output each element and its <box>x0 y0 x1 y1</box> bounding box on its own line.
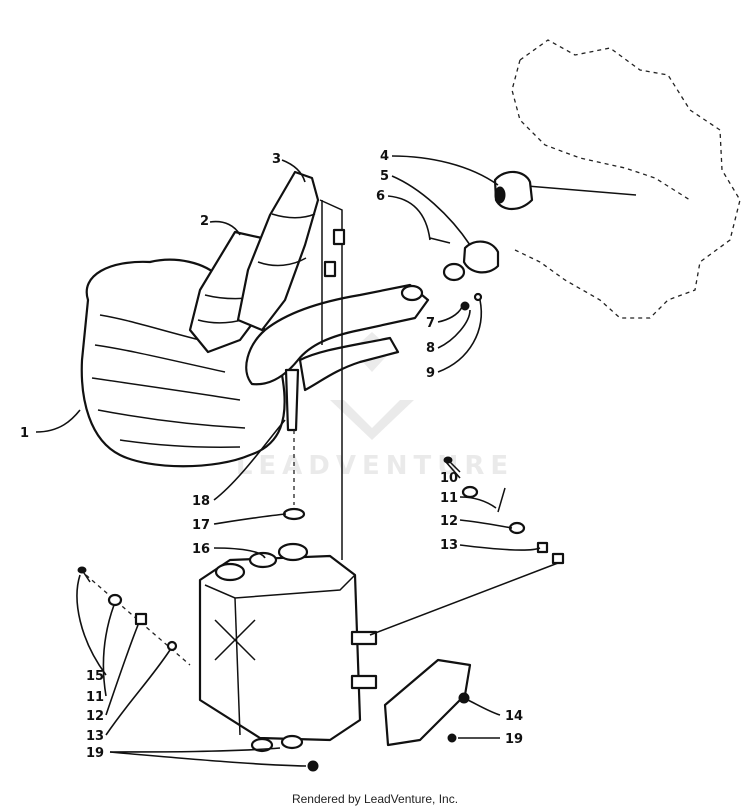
callout-16: 16 <box>192 542 210 557</box>
support-bracket <box>319 199 346 560</box>
callout-12-left: 12 <box>86 709 104 724</box>
engine-flange-parts <box>429 170 534 311</box>
callout-14: 14 <box>505 709 523 724</box>
pipe-18 <box>282 368 306 521</box>
callout-2: 2 <box>200 214 209 229</box>
callout-19-right: 19 <box>505 732 523 747</box>
callout-19-left: 19 <box>86 746 104 761</box>
mounting-plate <box>383 658 472 747</box>
callouts: 1 2 3 4 5 6 7 8 9 10 11 12 13 16 17 18 1… <box>20 149 523 761</box>
callout-13: 13 <box>440 538 458 553</box>
expansion-chamber-3 <box>236 170 320 332</box>
left-hardware <box>77 566 319 772</box>
callout-9: 9 <box>426 366 435 381</box>
watermark-text: LEADVENTURE <box>236 451 514 481</box>
callout-15: 15 <box>86 669 104 684</box>
callout-4: 4 <box>380 149 389 164</box>
callout-6: 6 <box>376 189 385 204</box>
leader-lines <box>35 155 541 767</box>
callout-12: 12 <box>440 514 458 529</box>
gasket-17 <box>282 507 306 521</box>
callout-18: 18 <box>192 494 210 509</box>
callout-3: 3 <box>272 152 281 167</box>
callout-5: 5 <box>380 169 389 184</box>
silencer-box <box>198 542 378 753</box>
exhaust-manifold <box>245 283 430 392</box>
callout-8: 8 <box>426 341 435 356</box>
engine-block <box>511 39 741 319</box>
watermark: LEADVENTURE <box>236 332 514 481</box>
callout-10: 10 <box>440 471 458 486</box>
outlet-16 <box>277 542 309 562</box>
callout-1: 1 <box>20 426 29 441</box>
callout-7: 7 <box>426 316 435 331</box>
callout-11-left: 11 <box>86 690 104 705</box>
callout-13-left: 13 <box>86 729 104 744</box>
footer-credit: Rendered by LeadVenture, Inc. <box>291 792 459 806</box>
right-hardware <box>369 456 565 636</box>
callout-17: 17 <box>192 518 210 533</box>
callout-11: 11 <box>440 491 458 506</box>
